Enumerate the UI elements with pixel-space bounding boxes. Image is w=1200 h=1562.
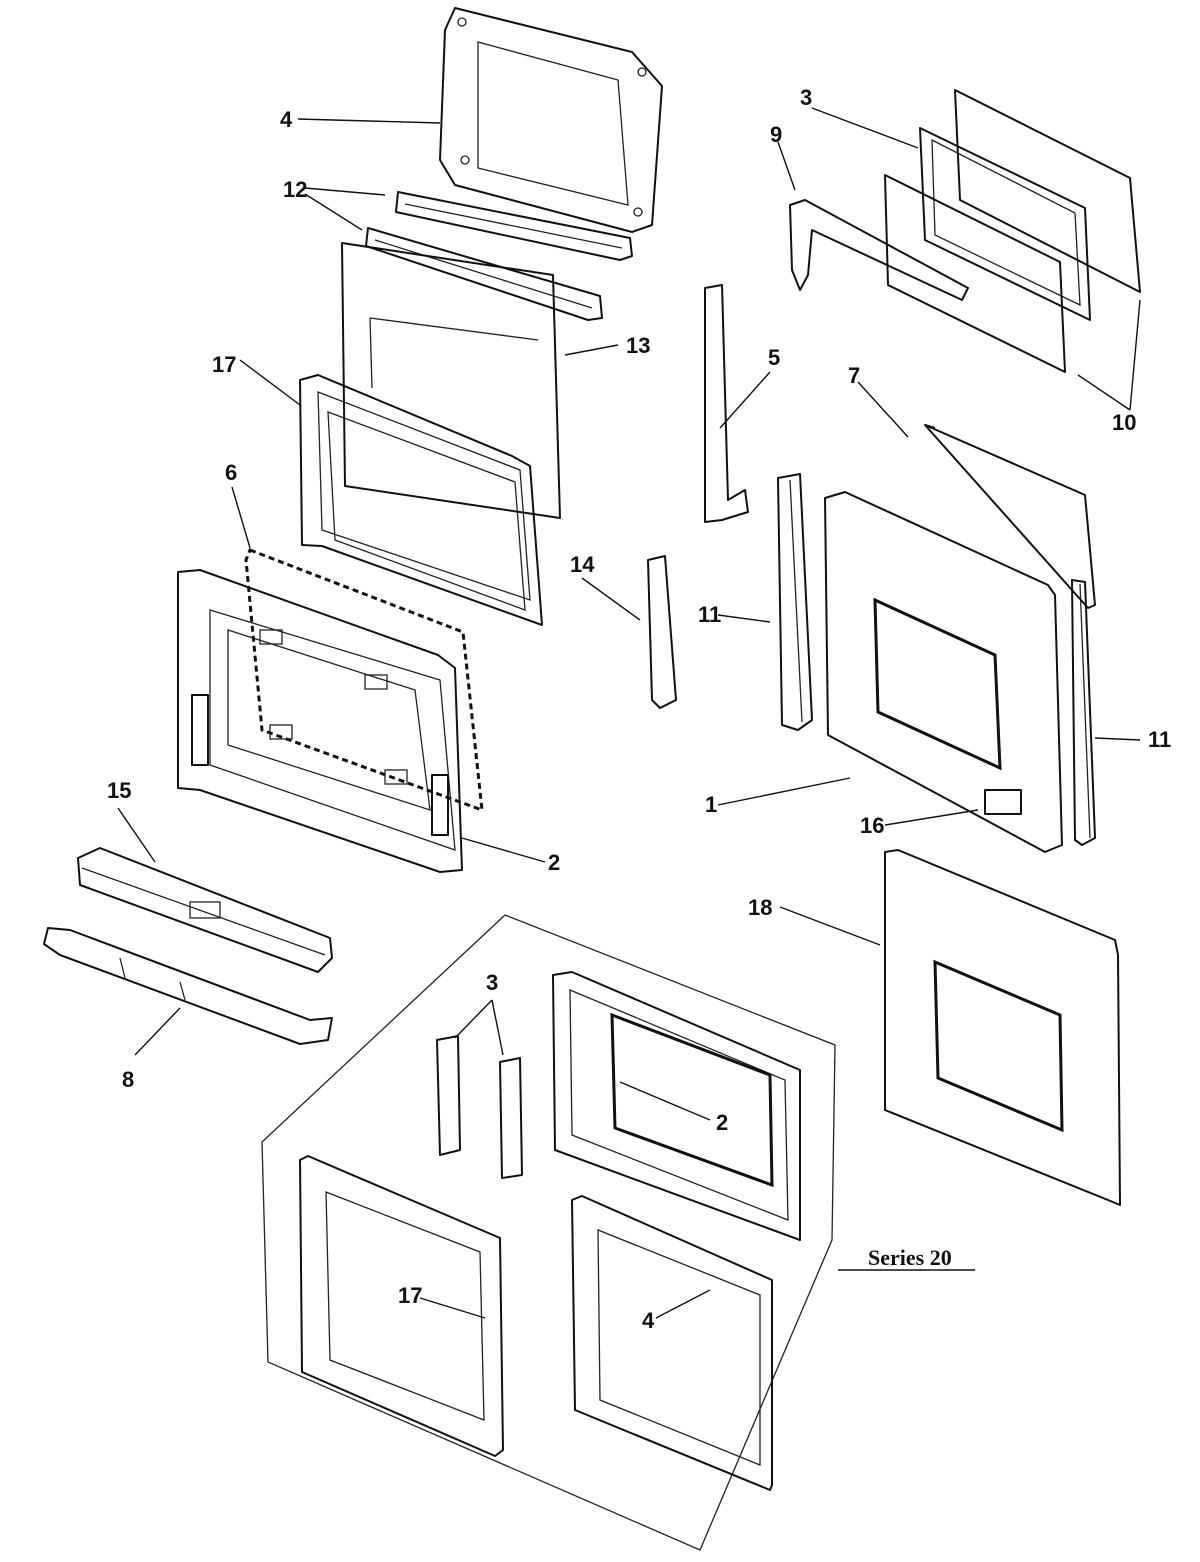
part-4-door-liner-top xyxy=(439,7,663,233)
callout-18: 18 xyxy=(748,895,772,920)
callout-16: 16 xyxy=(860,813,884,838)
leader-lines xyxy=(117,107,1141,1319)
callout-13: 13 xyxy=(626,333,650,358)
part-6-gasket xyxy=(244,548,484,813)
part-14-bracket xyxy=(647,555,677,709)
part-13-glass-panel xyxy=(341,242,561,519)
part-11-right-trim xyxy=(1071,579,1096,846)
series-20-group-outline xyxy=(261,914,836,1551)
series-label: Series 20 xyxy=(868,1245,952,1270)
series-20-part-4-frame xyxy=(571,1195,773,1491)
callout-8: 8 xyxy=(122,1067,134,1092)
part-18-outer-door xyxy=(884,849,1121,1206)
callout-7: 7 xyxy=(848,363,860,388)
part-3-window-frame xyxy=(884,89,1141,373)
callout-12: 12 xyxy=(283,177,307,202)
part-2-inner-door xyxy=(177,569,463,873)
callout-9: 9 xyxy=(770,122,782,147)
part-17-door-frame xyxy=(299,374,543,626)
part-1-outer-door xyxy=(824,491,1063,853)
callout-1: 1 xyxy=(705,792,717,817)
callout-2-series: 2 xyxy=(716,1110,728,1135)
callout-15: 15 xyxy=(107,778,131,803)
part-5-hinge xyxy=(704,284,749,523)
callout-2-top: 2 xyxy=(548,850,560,875)
part-7-glass xyxy=(924,424,1096,609)
callout-11-right: 11 xyxy=(1148,727,1171,752)
series-20-part-2-inner-door xyxy=(552,971,801,1241)
part-9-bracket xyxy=(789,199,969,301)
callout-3-top: 3 xyxy=(800,85,812,110)
callout-5: 5 xyxy=(768,345,780,370)
callout-6: 6 xyxy=(225,460,237,485)
callout-labels: 4 12 13 17 6 2 15 8 3 9 10 5 7 14 11 11 … xyxy=(107,85,1171,1333)
part-12-rails xyxy=(365,191,633,321)
part-8-handle xyxy=(43,927,333,1045)
callout-17-top: 17 xyxy=(212,352,236,377)
series-20-part-17-frame xyxy=(299,1155,504,1457)
callout-10: 10 xyxy=(1112,410,1136,435)
part-11-left-trim xyxy=(777,473,813,731)
callout-4-series: 4 xyxy=(642,1308,655,1333)
callout-14: 14 xyxy=(570,552,595,577)
callout-11-left: 11 xyxy=(698,602,721,627)
callout-3-series: 3 xyxy=(486,970,498,995)
callout-4-top: 4 xyxy=(280,107,293,132)
part-15-vent xyxy=(77,847,333,973)
series-20-part-3-strips xyxy=(436,1035,523,1179)
callout-17-series: 17 xyxy=(398,1283,422,1308)
